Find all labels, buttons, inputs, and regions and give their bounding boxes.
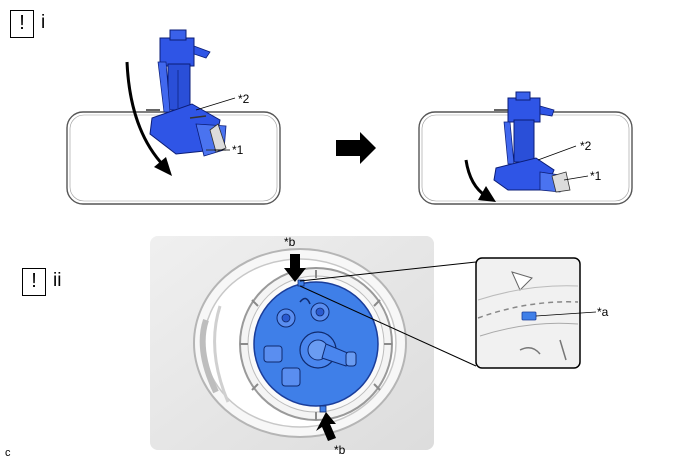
exclamation-icon: ! xyxy=(19,12,25,34)
label-star1-right: *1 xyxy=(590,169,602,183)
step-ii-warning-box: ! xyxy=(22,268,46,296)
label-star2-left: *2 xyxy=(238,92,250,106)
figure-code: c xyxy=(5,447,11,459)
alignment-mark-a xyxy=(521,311,537,321)
rotate-arrow-right-icon xyxy=(478,186,496,202)
fuel-pump-assembly-right xyxy=(493,91,571,193)
step-i-number: i xyxy=(41,12,46,33)
down-arrow-icon xyxy=(284,254,306,282)
label-star-b-bottom: *b xyxy=(334,443,346,457)
fuel-pump-assembly-left xyxy=(146,29,227,157)
up-arrow-icon xyxy=(316,412,336,441)
label-star2-right: *2 xyxy=(580,139,592,153)
exclamation-icon: ! xyxy=(31,270,37,292)
label-star-a: *a xyxy=(597,305,609,319)
step-i-warning-box: ! xyxy=(10,10,34,38)
next-step-arrow-icon xyxy=(336,132,376,164)
label-star1-left: *1 xyxy=(232,143,244,157)
rotate-arrow-left-icon xyxy=(154,157,172,176)
step-ii-number: ii xyxy=(53,270,62,291)
fuel-pump-photo xyxy=(150,236,434,450)
label-star-b-top: *b xyxy=(284,235,296,249)
inset-detail-photo xyxy=(475,257,581,369)
